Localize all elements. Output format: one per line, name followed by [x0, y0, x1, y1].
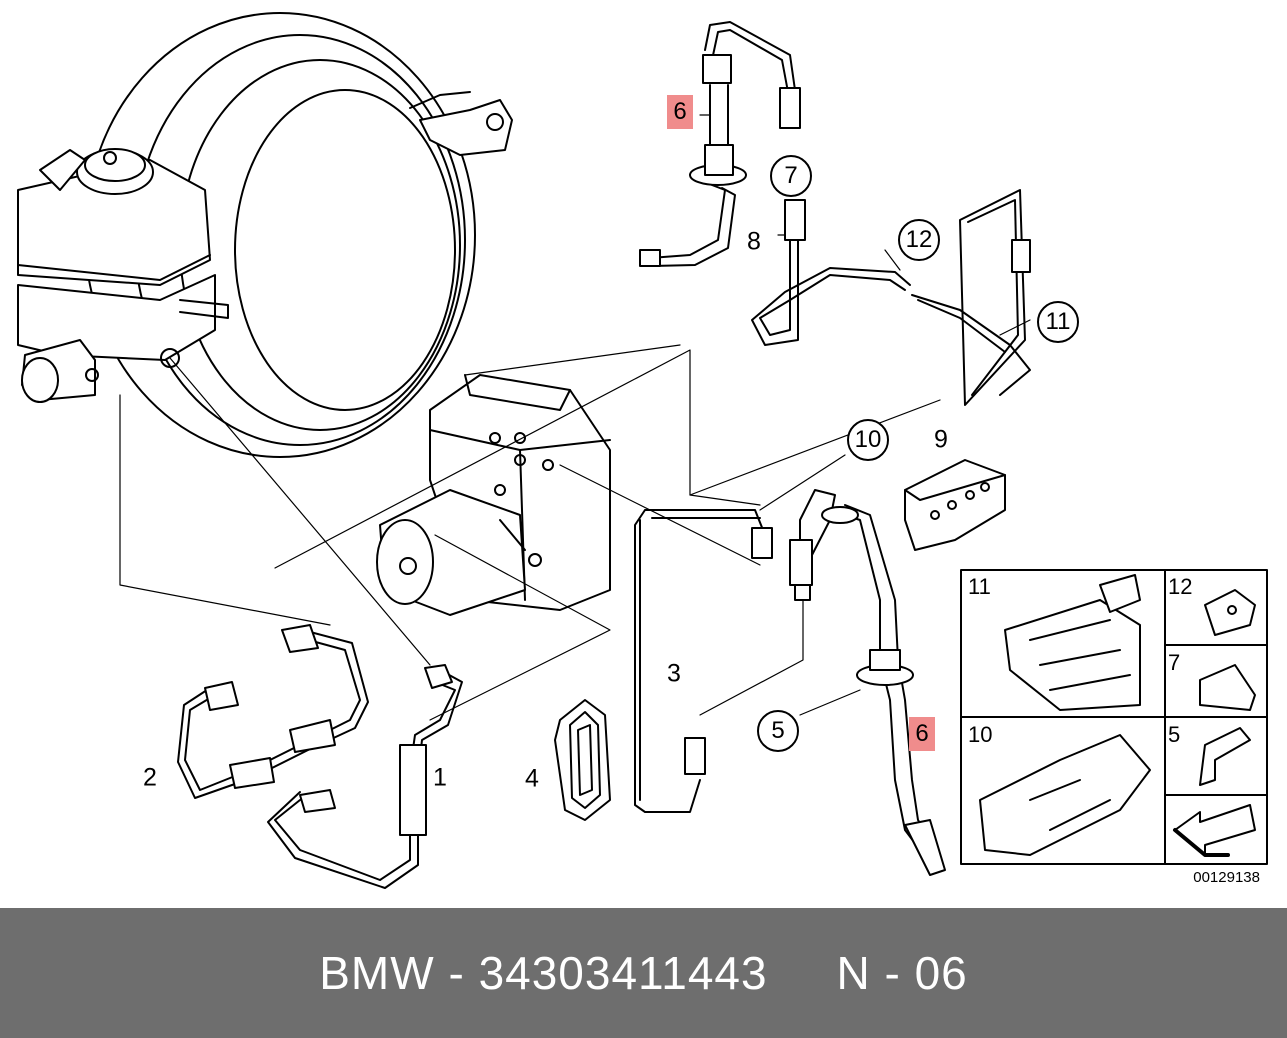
footer-bar: BMW - 34303411443 N - 06	[0, 908, 1287, 1038]
callout-8: 8	[747, 227, 761, 256]
callout-3: 3	[667, 659, 681, 688]
inset-panel	[960, 569, 1268, 865]
master-cylinder	[17, 148, 229, 403]
footer-separator: -	[434, 947, 479, 999]
part-3-brake-line	[634, 509, 773, 813]
diagram-code: 00129138	[1193, 869, 1260, 886]
part-11-bracket	[959, 189, 1031, 406]
callout-5: 5	[757, 710, 799, 752]
callout-7: 7	[770, 155, 812, 197]
inset-label-10: 10	[968, 722, 993, 747]
footer-gap	[768, 946, 837, 1000]
callout-12: 12	[898, 219, 940, 261]
abs-unit	[376, 374, 611, 616]
callout-9: 9	[934, 425, 948, 454]
part-1-brake-line	[267, 664, 463, 889]
callout-2: 2	[143, 763, 157, 792]
part-2-brake-line	[177, 624, 369, 799]
inset-label-12: 12	[1168, 574, 1193, 599]
inset-label-7: 7	[1168, 650, 1181, 675]
callout-6-top: 6	[667, 95, 693, 129]
callout-1: 1	[433, 763, 447, 792]
part-4-grommet	[554, 699, 611, 821]
part-6-upper-hose	[639, 21, 1011, 353]
footer-ref: N - 06	[836, 947, 968, 999]
callout-6-bottom: 6	[909, 717, 935, 751]
callout-10: 10	[847, 419, 889, 461]
callout-11: 11	[1037, 301, 1079, 343]
inset-label-11: 11	[968, 574, 991, 599]
line-drawing	[17, 12, 1268, 889]
footer-part-number: 34303411443	[478, 947, 768, 999]
callout-4: 4	[525, 764, 539, 793]
inset-label-5: 5	[1168, 722, 1181, 747]
parts-diagram: 1 2 3 4 5 6 6 7 8 9 10 11 12 11 12 7 10 …	[17, 12, 1268, 889]
part-6-lower-hose	[789, 489, 946, 876]
part-9-block	[904, 459, 1006, 551]
footer-brand: BMW	[319, 947, 435, 999]
